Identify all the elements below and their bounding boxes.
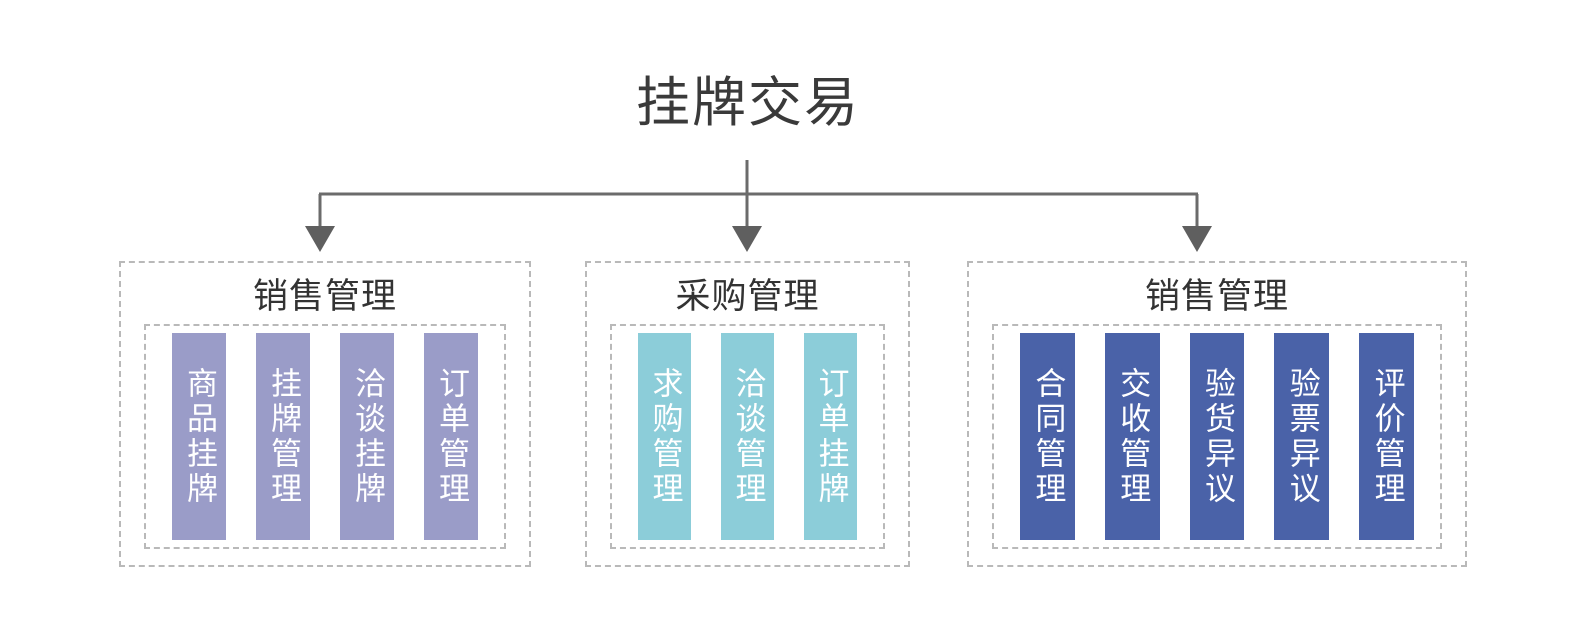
card-item[interactable]: 求购管理 [638, 333, 691, 540]
group-inner-box-3: 合同管理 交收管理 验货异议 验票异议 评价管理 [992, 324, 1442, 549]
card-list-3: 合同管理 交收管理 验货异议 验票异议 评价管理 [994, 326, 1440, 547]
card-label: 洽谈管理 [729, 366, 766, 507]
card-item[interactable]: 验票异议 [1274, 333, 1330, 540]
group-title-2: 采购管理 [675, 277, 820, 317]
card-item[interactable]: 合同管理 [1020, 333, 1075, 540]
group-box-2[interactable]: 采购管理 求购管理 洽谈管理 订单挂牌 [585, 261, 910, 567]
card-item[interactable]: 交收管理 [1104, 333, 1160, 540]
group-box-3[interactable]: 销售管理 合同管理 交收管理 验货异议 验票异议 评价管理 [967, 261, 1467, 567]
card-list-1: 商品挂牌 挂牌管理 洽谈挂牌 订单管理 [146, 326, 504, 547]
card-item[interactable]: 洽谈管理 [721, 333, 774, 540]
card-label: 求购管理 [646, 366, 683, 507]
card-item[interactable]: 订单挂牌 [804, 333, 857, 540]
card-item[interactable]: 挂牌管理 [256, 333, 310, 540]
page-title: 挂牌交易 [636, 71, 860, 134]
card-item[interactable]: 验货异议 [1189, 333, 1245, 540]
card-item[interactable]: 订单管理 [424, 333, 478, 540]
card-label: 订单管理 [433, 366, 469, 507]
card-label: 合同管理 [1029, 366, 1066, 507]
group-inner-box-2: 求购管理 洽谈管理 订单挂牌 [610, 324, 885, 549]
card-item[interactable]: 洽谈挂牌 [340, 333, 394, 540]
card-label: 洽谈挂牌 [349, 366, 385, 507]
card-label: 商品挂牌 [181, 366, 217, 507]
group-inner-box-1: 商品挂牌 挂牌管理 洽谈挂牌 订单管理 [144, 324, 506, 549]
group-title-3: 销售管理 [1144, 277, 1289, 317]
card-label: 挂牌管理 [265, 366, 301, 507]
card-label: 验货异议 [1198, 366, 1235, 507]
card-item[interactable]: 商品挂牌 [172, 333, 226, 540]
group-title-1: 销售管理 [252, 277, 397, 317]
card-label: 订单挂牌 [812, 366, 849, 507]
group-box-1[interactable]: 销售管理 商品挂牌 挂牌管理 洽谈挂牌 订单管理 [119, 261, 531, 567]
card-item[interactable]: 评价管理 [1359, 333, 1414, 540]
card-label: 交收管理 [1114, 366, 1151, 507]
card-label: 验票异议 [1283, 366, 1320, 507]
card-list-2: 求购管理 洽谈管理 订单挂牌 [612, 326, 883, 547]
card-label: 评价管理 [1368, 366, 1405, 507]
